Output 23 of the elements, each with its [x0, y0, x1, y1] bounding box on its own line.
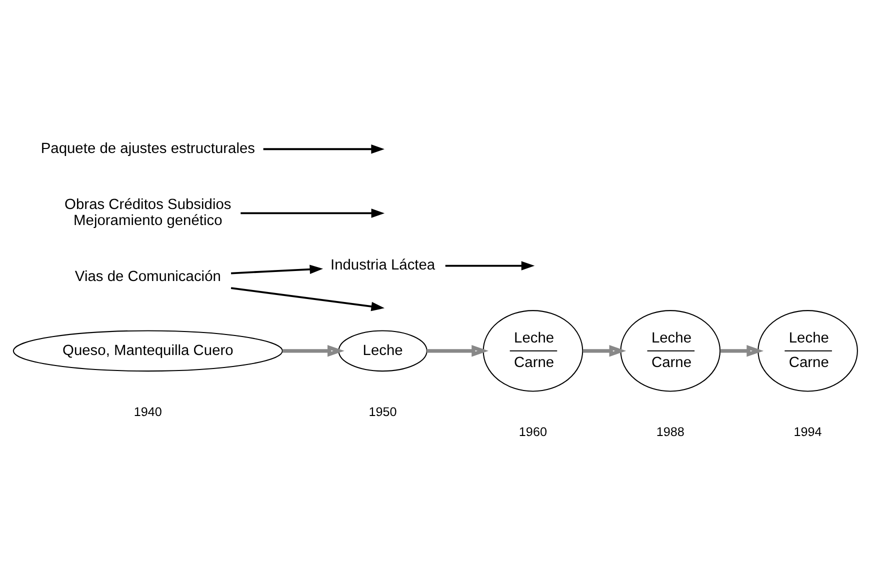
node-text: Vias de Comunicación: [74, 268, 221, 285]
arrow: [231, 264, 324, 274]
node-text: Industria Láctea: [330, 257, 436, 274]
node-ellipse: Leche Carne: [758, 310, 858, 392]
arrow: [720, 344, 764, 356]
node-ellipse: Leche Carne: [482, 310, 584, 392]
node-label: 1950: [368, 404, 397, 419]
node-ellipse: Leche: [338, 330, 428, 372]
node-ellipse: Queso, Mantequilla Cuero: [12, 330, 283, 372]
arrow: [230, 286, 385, 311]
node-label: 1940: [134, 404, 162, 419]
arrow: [263, 144, 384, 154]
arrow: [426, 344, 488, 356]
node-text: Obras Créditos Subsidios Mejoramiento genético: [64, 196, 232, 228]
node-label: 1960: [518, 424, 547, 439]
arrow: [445, 260, 535, 270]
node-ellipse: Leche Carne: [620, 310, 721, 392]
node-label: 1994: [794, 424, 822, 439]
arrow: [240, 208, 385, 218]
node-text: Paquete de ajustes estructurales: [40, 140, 256, 157]
node-label: 1988: [656, 424, 684, 439]
arrow: [582, 344, 626, 356]
arrow: [282, 344, 344, 356]
